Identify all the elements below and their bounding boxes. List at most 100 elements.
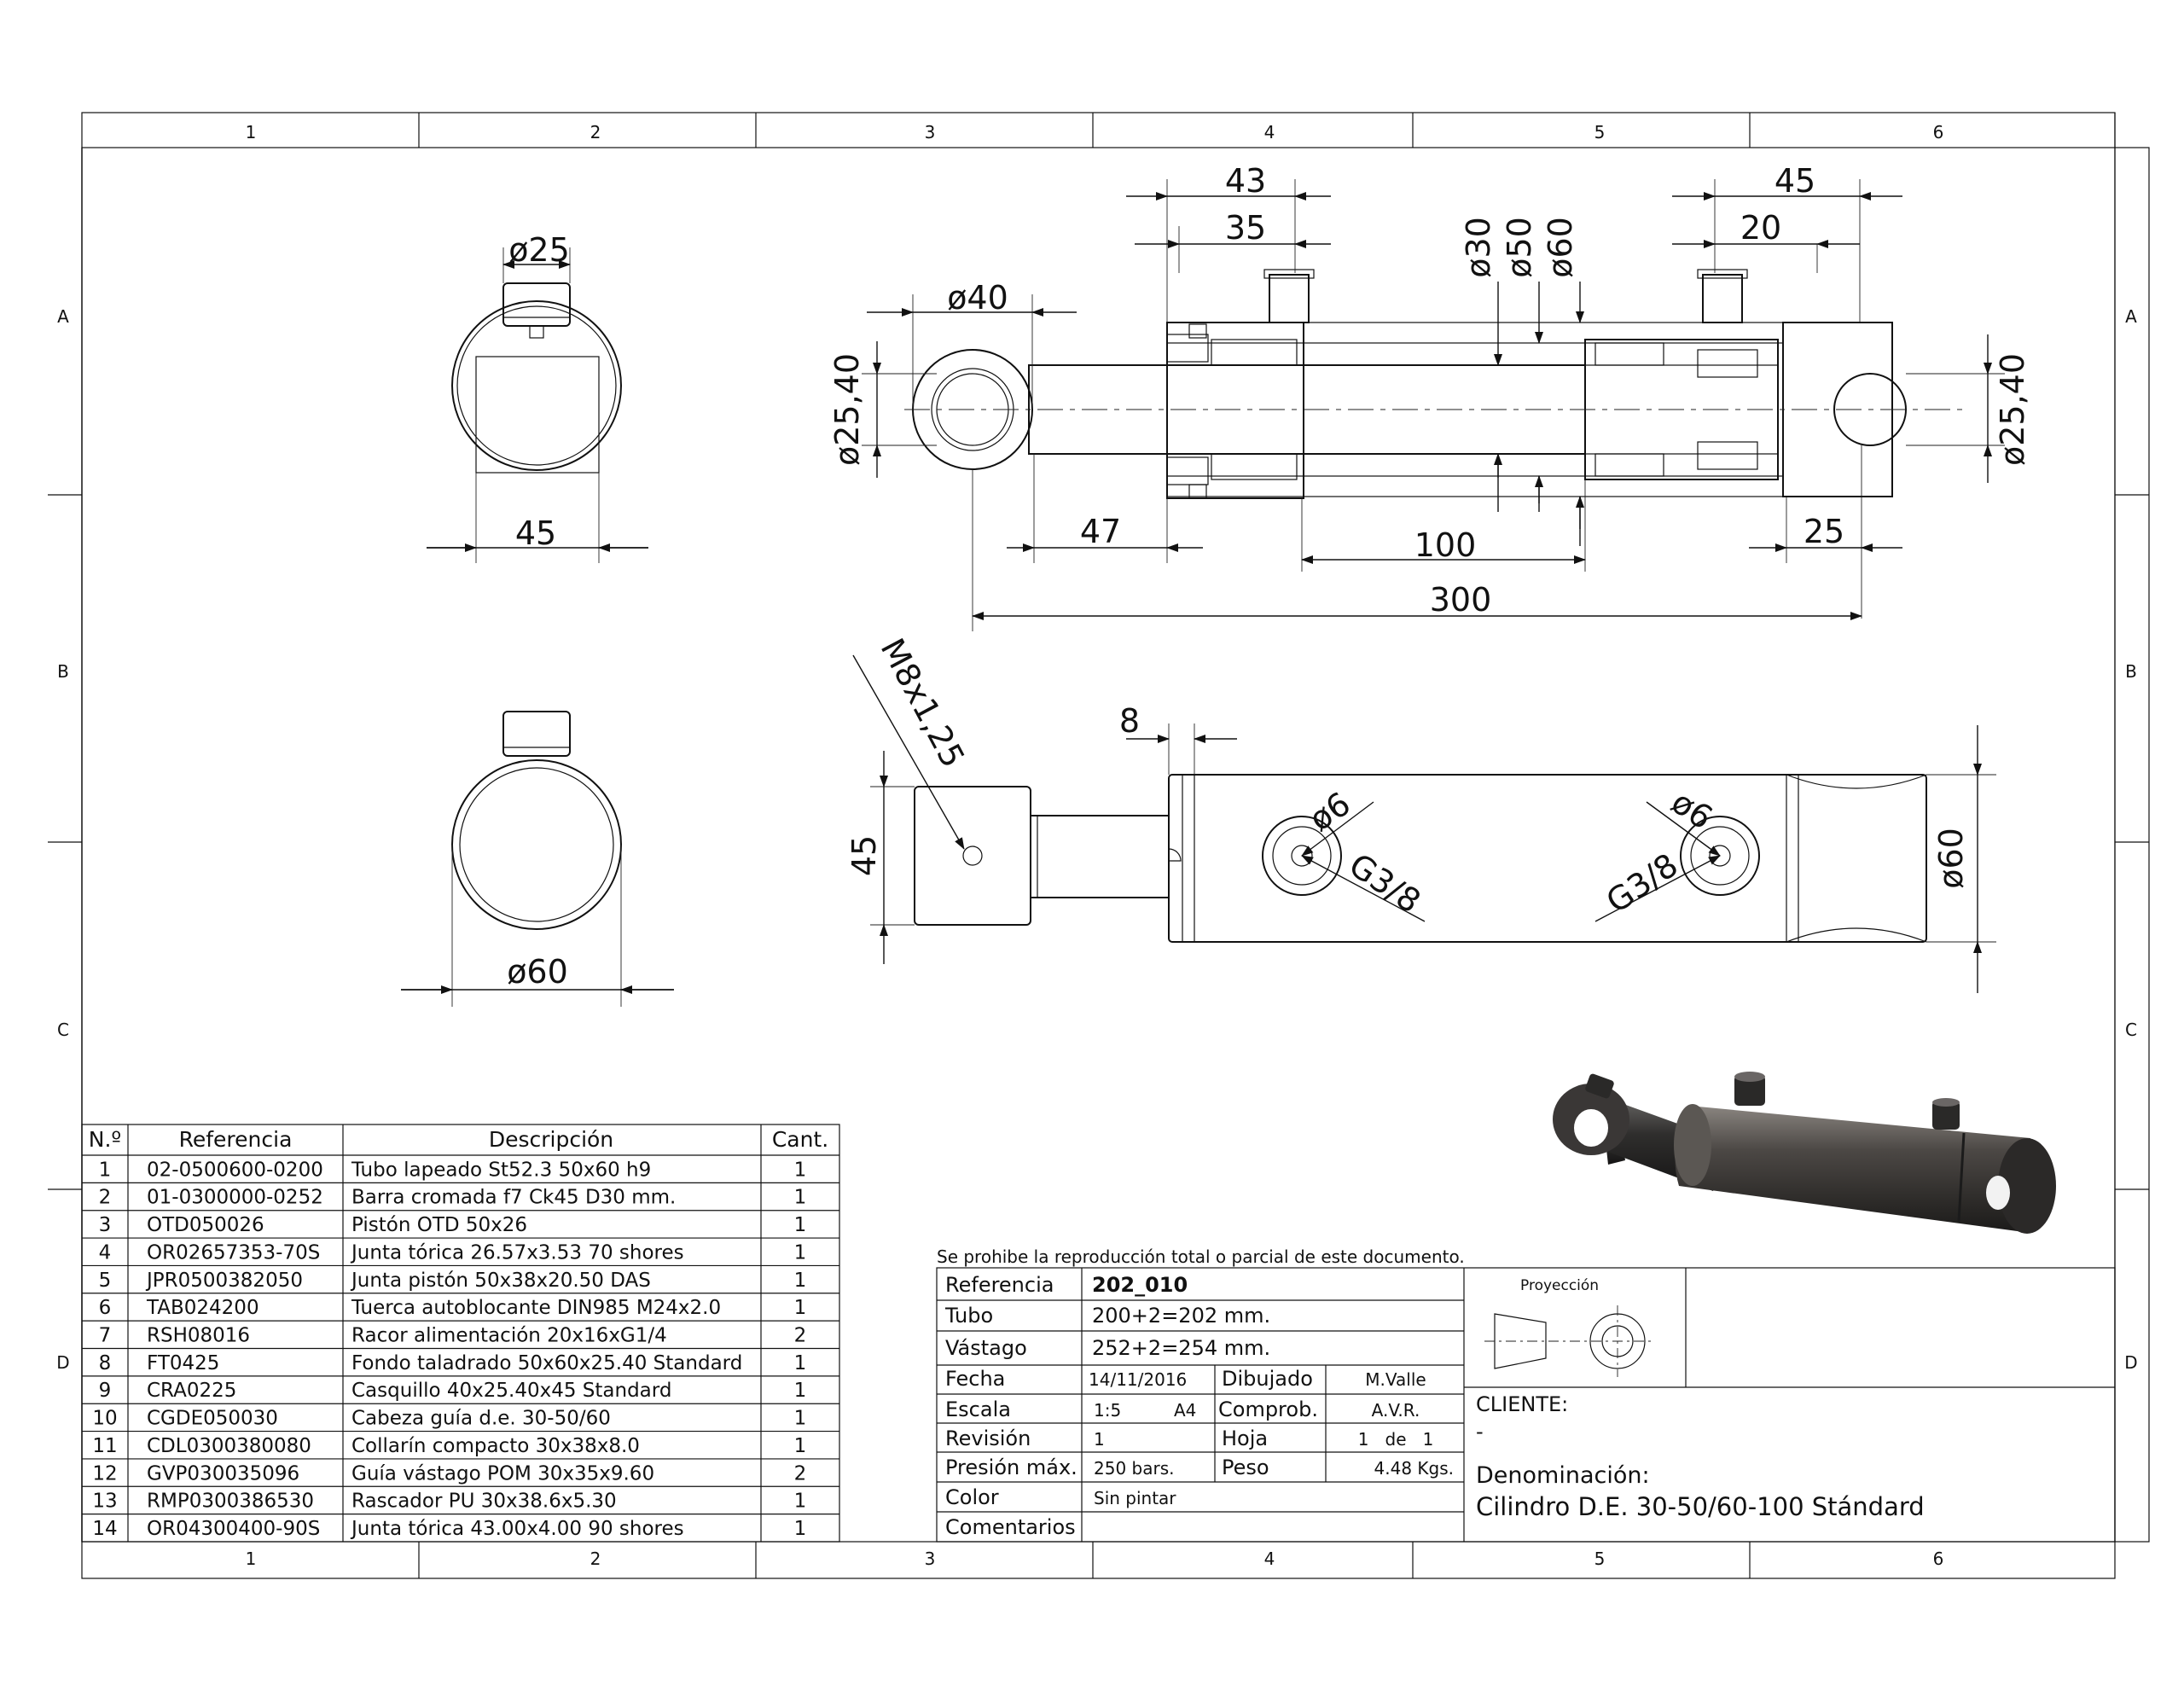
tb-ref: 202_010 — [1092, 1273, 1188, 1297]
tb-presion-label: Presión máx. — [945, 1456, 1077, 1479]
tb-peso: 4.48 Kgs. — [1374, 1458, 1454, 1479]
col-label-bottom: 5 — [1594, 1549, 1606, 1569]
bom-cell-ref: JPR0500382050 — [145, 1270, 303, 1292]
border-labels: 1 2 3 4 5 6 1 2 3 4 5 6 A B C D A B C D — [56, 122, 2137, 1569]
tb-escala-label: Escala — [945, 1398, 1011, 1421]
tb-denominacion-label: Denominación: — [1476, 1462, 1650, 1489]
row-label-left: B — [57, 661, 69, 682]
dim-rod: ø30 — [1460, 217, 1497, 278]
bom-header-qty: Cant. — [772, 1127, 828, 1152]
col-label-top: 2 — [590, 122, 601, 142]
col-label-bottom: 2 — [590, 1549, 601, 1569]
bom-cell-no: 12 — [92, 1462, 117, 1485]
tb-fecha-label: Fecha — [945, 1367, 1005, 1391]
bom-cell-ref: 01-0300000-0252 — [147, 1187, 323, 1209]
bom-cell-ref: CDL0300380080 — [147, 1435, 311, 1457]
bom-cell-no: 9 — [99, 1380, 112, 1402]
tb-color-label: Color — [945, 1485, 999, 1509]
dim-pin-right: ø25,40 — [1994, 353, 2031, 466]
end-view: ø60 — [401, 711, 674, 1007]
dim-25: 25 — [1804, 513, 1844, 550]
bom-cell-desc: Barra cromada f7 Ck45 D30 mm. — [351, 1187, 676, 1209]
bom-cell-no: 5 — [99, 1270, 112, 1292]
bom-cell-no: 8 — [99, 1352, 112, 1374]
col-label-bottom: 6 — [1933, 1549, 1944, 1569]
dim-45-port: 45 — [1774, 162, 1815, 200]
bom-cell-no: 10 — [92, 1408, 117, 1430]
tb-hoja-label: Hoja — [1222, 1427, 1268, 1450]
tb-comprob: A.V.R. — [1372, 1400, 1420, 1421]
bom-cell-desc: Tubo lapeado St52.3 50x60 h9 — [351, 1159, 651, 1181]
bom-cell-no: 4 — [99, 1241, 112, 1264]
bom-cell-desc: Collarín compacto 30x38x8.0 — [351, 1435, 640, 1457]
bom-cell-ref: FT0425 — [147, 1352, 219, 1374]
title-block: Se prohibe la reproducción total o parci… — [936, 1246, 2116, 1543]
tb-dibujado: M.Valle — [1365, 1369, 1426, 1390]
bom-header-no: N.º — [89, 1127, 121, 1152]
bom-cell-no: 11 — [92, 1435, 117, 1457]
bom-cell-ref: TAB024200 — [146, 1297, 259, 1319]
dim-tube: ø60 — [1542, 217, 1579, 278]
notice: Se prohibe la reproducción total o parci… — [937, 1246, 1465, 1267]
side-view: M8x1,25 8 45 ø6 G3/8 ø6 G3/8 ø60 — [845, 632, 1996, 993]
bom-cell-qty: 1 — [794, 1297, 807, 1319]
tb-vastago: 252+2=254 mm. — [1092, 1336, 1270, 1360]
bom-cell-ref: OR04300400-90S — [147, 1518, 320, 1540]
col-label-top: 6 — [1933, 122, 1944, 142]
bom-cell-qty: 2 — [794, 1325, 807, 1347]
bom-cell-desc: Casquillo 40x25.40x45 Standard — [351, 1380, 671, 1402]
isometric-render — [1553, 1072, 2056, 1234]
bom-cell-desc: Rascador PU 30x38.6x5.30 — [351, 1491, 617, 1513]
tb-cliente-label: CLIENTE: — [1476, 1392, 1568, 1416]
dim-eye: ø40 — [947, 279, 1008, 317]
row-label-right: A — [2125, 306, 2137, 327]
tb-tubo: 200+2=202 mm. — [1092, 1304, 1270, 1328]
bom-cell-qty: 1 — [794, 1214, 807, 1236]
top-end-view: ø25 45 — [427, 231, 648, 563]
dim-8: 8 — [1119, 702, 1140, 740]
tb-formato: A4 — [1174, 1400, 1196, 1421]
bom-cell-desc: Fondo taladrado 50x60x25.40 Standard — [351, 1352, 742, 1374]
bom-cell-ref: CGDE050030 — [147, 1408, 278, 1430]
tb-revision: 1 — [1094, 1429, 1105, 1450]
dim-port1-thread: G3/8 — [1342, 846, 1427, 921]
tb-peso-label: Peso — [1222, 1456, 1269, 1479]
tb-denominacion: Cilindro D.E. 30-50/60-100 Stándard — [1476, 1492, 1925, 1521]
bom-cell-ref: RSH08016 — [147, 1325, 250, 1347]
bom-cell-desc: Pistón OTD 50x26 — [351, 1214, 527, 1236]
row-label-right: B — [2125, 661, 2137, 682]
tb-dibujado-label: Dibujado — [1222, 1367, 1313, 1391]
bom-cell-ref: RMP0300386530 — [147, 1491, 314, 1513]
bom-cell-qty: 1 — [794, 1491, 807, 1513]
col-label-top: 1 — [246, 122, 257, 142]
col-label-top: 3 — [925, 122, 936, 142]
bom-cell-ref: OTD050026 — [147, 1214, 264, 1236]
dim-stroke: 100 — [1414, 526, 1477, 564]
bom-cell-qty: 1 — [794, 1270, 807, 1292]
bom-cell-qty: 1 — [794, 1380, 807, 1402]
tb-proyeccion-label: Proyección — [1520, 1277, 1599, 1294]
col-label-bottom: 4 — [1264, 1549, 1275, 1569]
projection-symbol-icon — [1484, 1305, 1655, 1377]
tb-color: Sin pintar — [1094, 1488, 1176, 1508]
bom-cell-qty: 1 — [794, 1408, 807, 1430]
row-label-right: C — [2125, 1020, 2137, 1040]
bom-header-ref: Referencia — [179, 1127, 293, 1152]
row-label-left: C — [57, 1020, 69, 1040]
tb-hoja: 1 de 1 — [1358, 1429, 1434, 1450]
bom-cell-ref: OR02657353-70S — [147, 1241, 320, 1264]
bom-cell-qty: 1 — [794, 1435, 807, 1457]
bom-cell-no: 6 — [99, 1297, 112, 1319]
bom-cell-desc: Cabeza guía d.e. 30-50/60 — [351, 1408, 611, 1430]
dim-port2-dia: ø6 — [1664, 783, 1719, 837]
dim-45-side: 45 — [845, 835, 883, 876]
bom-cell-qty: 1 — [794, 1159, 807, 1181]
row-label-left: D — [56, 1352, 69, 1373]
tb-presion: 250 bars. — [1094, 1458, 1174, 1479]
tb-comentarios-label: Comentarios — [945, 1515, 1076, 1539]
row-label-left: A — [57, 306, 69, 327]
dim-total: 300 — [1430, 581, 1492, 619]
bom-cell-qty: 1 — [794, 1241, 807, 1264]
